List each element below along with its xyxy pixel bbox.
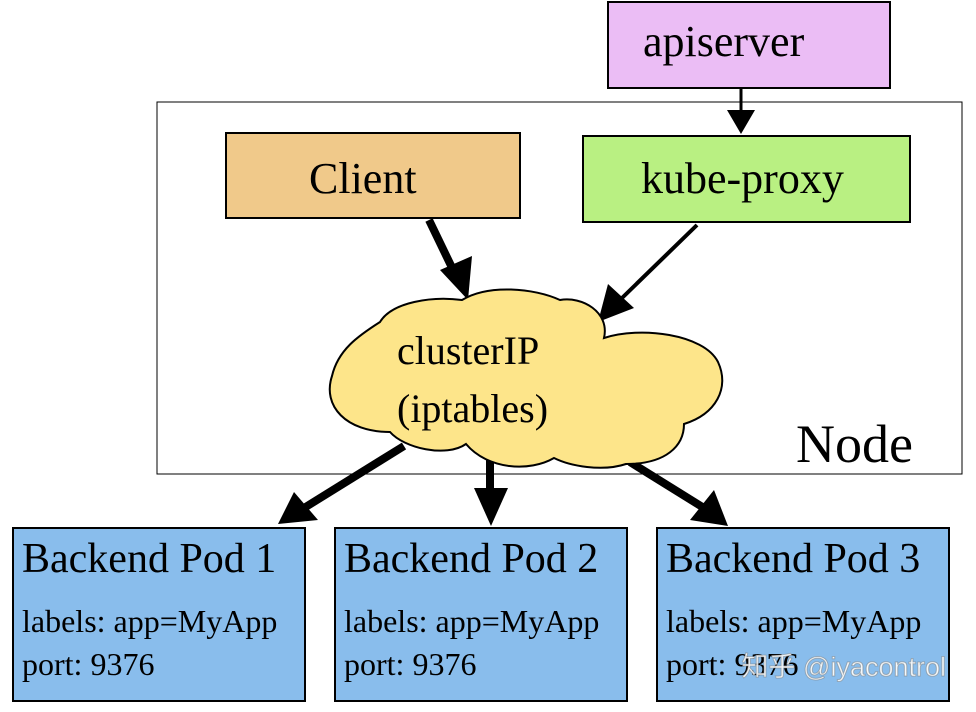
arrowhead-cluster-to-pod-3 [690,490,728,526]
apiserver-label: apiserver [643,17,805,66]
backend-pod-1: Backend Pod 1 labels: app=MyApp port: 93… [12,527,306,702]
pod-port: port: 9376 [666,646,798,682]
cluster-ip-sublabel: (iptables) [397,386,548,431]
arrow-kube-proxy-to-cluster [620,223,699,300]
cluster-ip-cloud [328,288,724,469]
arrow-cluster-to-pod-3 [627,458,707,512]
client-label: Client [309,154,417,203]
pod-title: Backend Pod 3 [666,536,920,582]
arrowhead-kube-proxy-to-cluster [598,284,634,322]
arrowhead-apiserver-to-kube-proxy [727,110,755,134]
watermark: 知乎 @iyacontrol [742,652,946,682]
client-box [225,132,521,219]
node-label: Node [796,414,913,474]
kube-proxy-box [582,135,911,223]
apiserver-box [607,1,891,89]
pod-title: Backend Pod 1 [22,536,276,582]
backend-pod-3: Backend Pod 3 labels: app=MyApp port: 93… [656,527,950,702]
arrowhead-client-to-cluster [440,256,472,300]
arrow-cluster-to-pod-1 [301,442,407,512]
arrowhead-cluster-to-pod-2 [474,488,508,526]
pod-port: port: 9376 [22,646,154,682]
pod-labels: labels: app=MyApp [22,603,277,639]
arrowhead-cluster-to-pod-1 [278,492,318,524]
kube-proxy-label: kube-proxy [641,154,844,203]
cluster-ip-label: clusterIP [397,328,539,373]
pod-labels: labels: app=MyApp [666,603,921,639]
backend-pod-2: Backend Pod 2 labels: app=MyApp port: 93… [334,527,628,702]
pod-labels: labels: app=MyApp [344,603,599,639]
pod-title: Backend Pod 2 [344,536,598,582]
pod-port: port: 9376 [344,646,476,682]
